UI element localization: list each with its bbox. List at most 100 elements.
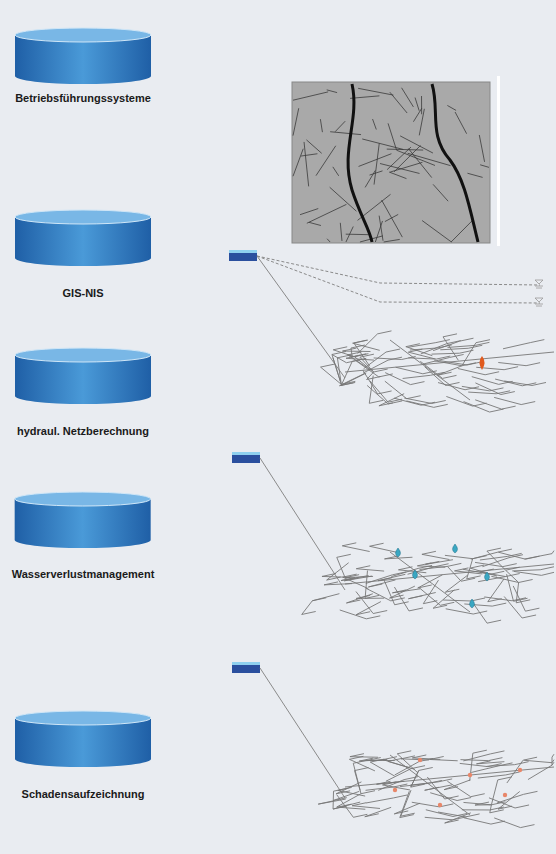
street	[300, 209, 318, 215]
pipe	[385, 373, 410, 385]
pipe	[540, 567, 554, 570]
database-cylinder: Schadensaufzeichnung	[14, 710, 152, 800]
pipe	[361, 791, 375, 794]
pipe	[421, 402, 435, 405]
pipe	[484, 597, 512, 601]
pipe	[378, 780, 404, 791]
pipe	[438, 779, 452, 782]
pipe	[403, 375, 431, 378]
street	[421, 96, 422, 114]
pipe	[519, 579, 533, 582]
pipe	[499, 381, 513, 384]
pipe	[327, 577, 341, 580]
pipe	[512, 598, 526, 601]
pipe	[475, 383, 500, 395]
street	[374, 143, 379, 184]
map-ground	[292, 82, 490, 243]
pipe	[541, 572, 554, 575]
pipe	[468, 345, 482, 348]
pipe	[476, 761, 490, 764]
street	[365, 170, 375, 187]
pipe	[324, 582, 338, 585]
pipe	[336, 794, 361, 807]
pipe	[333, 798, 347, 801]
system-label: Betriebsführungssysteme	[15, 92, 151, 104]
meter-drop	[485, 572, 490, 581]
pipe	[434, 404, 448, 407]
street	[479, 135, 484, 162]
system-label: Schadensaufzeichnung	[22, 788, 145, 800]
pipe	[369, 400, 383, 403]
pipe	[340, 610, 367, 619]
pipe	[390, 755, 470, 815]
level-symbols	[535, 280, 543, 306]
street	[388, 123, 396, 150]
pipe-network	[318, 750, 554, 827]
pipe	[365, 571, 367, 599]
pipe	[353, 340, 367, 343]
pipe	[552, 760, 554, 763]
cylinder-top	[15, 711, 151, 725]
pipe	[337, 557, 345, 577]
pipe	[397, 751, 411, 754]
pipe	[464, 604, 492, 606]
pipe	[343, 348, 357, 351]
pipe	[423, 580, 438, 604]
pipe	[365, 814, 379, 817]
pipe	[460, 763, 488, 766]
pipe	[430, 793, 457, 801]
pipe	[392, 589, 420, 593]
pipe	[312, 598, 326, 601]
pipe	[395, 602, 409, 605]
database-cylinder: GIS-NIS	[14, 209, 152, 299]
feed-lines	[257, 256, 540, 798]
pipe	[353, 343, 380, 350]
cylinder-top	[15, 492, 151, 506]
pipe	[432, 353, 460, 355]
database-cylinder: hydraul. Netzberechnung	[14, 347, 152, 437]
street	[320, 119, 322, 132]
damage-dot	[393, 788, 397, 792]
pipe	[352, 806, 380, 809]
pipe	[524, 760, 552, 762]
pipe	[463, 754, 490, 761]
pipe	[525, 608, 539, 611]
pipe	[468, 392, 496, 394]
pipe	[350, 756, 378, 758]
pipe	[495, 379, 522, 386]
pipe	[379, 403, 393, 406]
pipe	[337, 554, 351, 557]
street	[306, 140, 321, 153]
street	[327, 90, 337, 93]
pipe	[498, 362, 526, 365]
pipe	[370, 381, 388, 402]
pipe	[417, 563, 431, 566]
feed-line	[260, 668, 345, 798]
pipe	[520, 825, 534, 828]
pipe	[336, 791, 350, 794]
pipe	[421, 344, 447, 354]
pipe	[404, 398, 431, 403]
street	[451, 219, 474, 242]
pipe	[343, 351, 371, 352]
cylinder-top	[15, 210, 151, 224]
pipe	[502, 406, 516, 409]
pipe	[447, 781, 470, 796]
street	[333, 167, 339, 176]
pipe	[401, 759, 429, 760]
pipe	[430, 756, 444, 759]
pipe	[445, 575, 467, 592]
pipe	[463, 802, 491, 804]
pipe	[378, 391, 392, 394]
street	[307, 204, 347, 223]
pipe	[425, 817, 453, 820]
street	[467, 173, 482, 177]
pipe	[523, 757, 537, 760]
pipe	[478, 577, 506, 582]
pipe	[467, 576, 481, 579]
pipe	[494, 397, 521, 404]
pipe	[393, 784, 407, 787]
tank-icons	[229, 250, 260, 673]
street	[330, 132, 361, 135]
pipe	[404, 777, 418, 780]
